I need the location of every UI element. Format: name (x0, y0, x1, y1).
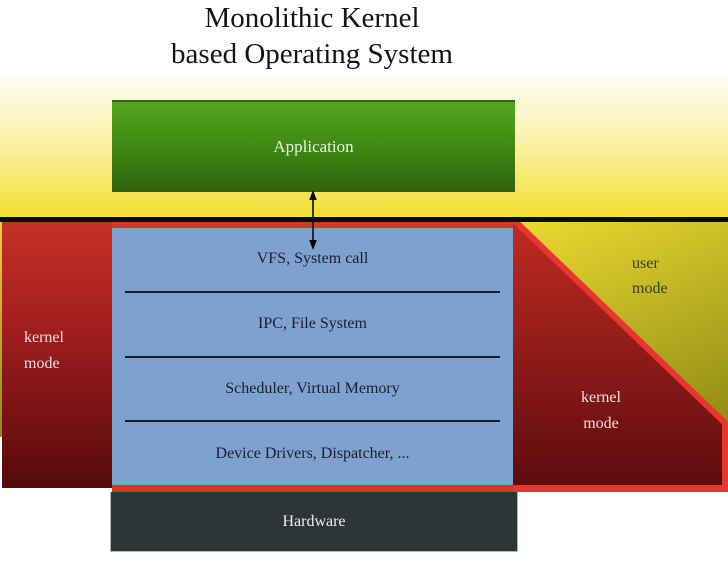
arrow-head-up-icon (309, 190, 317, 200)
hardware-box: Hardware (110, 492, 518, 552)
application-kernel-arrow (309, 190, 317, 250)
kernel-stack-border: VFS, System call IPC, File System Schedu… (112, 222, 520, 492)
diagram-title-line1: Monolithic Kernel (204, 2, 420, 34)
layer-divider (125, 355, 500, 358)
diagram-title: Monolithic Kernel based Operating System (0, 0, 624, 72)
kernel-layer-scheduler-virtual-memory: Scheduler, Virtual Memory (225, 379, 400, 397)
kernel-mode-left-region: kernel mode (2, 222, 112, 488)
kernel-layer-device-drivers-dispatcher: Device Drivers, Dispatcher, ... (215, 444, 410, 462)
kernel-mode-bottom-border (513, 485, 728, 492)
diagram-title-line2: based Operating System (171, 38, 453, 70)
layer-divider (125, 290, 500, 293)
kernel-mode-right-label: kernel mode (581, 389, 621, 432)
kernel-mode-diagonal-border (513, 222, 728, 428)
arrow-head-down-icon (309, 240, 317, 250)
user-mode-label: user mode (632, 255, 668, 297)
kernel-mode-right-edge-border (722, 422, 728, 492)
kernel-mode-right-region (513, 222, 728, 492)
kernel-stack-box: VFS, System call IPC, File System Schedu… (112, 228, 513, 485)
user-kernel-separator-line (0, 217, 728, 222)
kernel-layer-vfs-system-call: VFS, System call (256, 250, 369, 268)
application-label: Application (273, 137, 354, 156)
hardware-label: Hardware (282, 512, 346, 530)
application-box: Application (112, 100, 515, 192)
kernel-layer-ipc-file-system: IPC, File System (258, 315, 367, 333)
left-edge-yellow-sliver (0, 222, 3, 437)
right-mode-region (513, 222, 728, 492)
kernel-mode-left-label: kernel mode (24, 329, 64, 372)
layer-divider (125, 420, 500, 423)
